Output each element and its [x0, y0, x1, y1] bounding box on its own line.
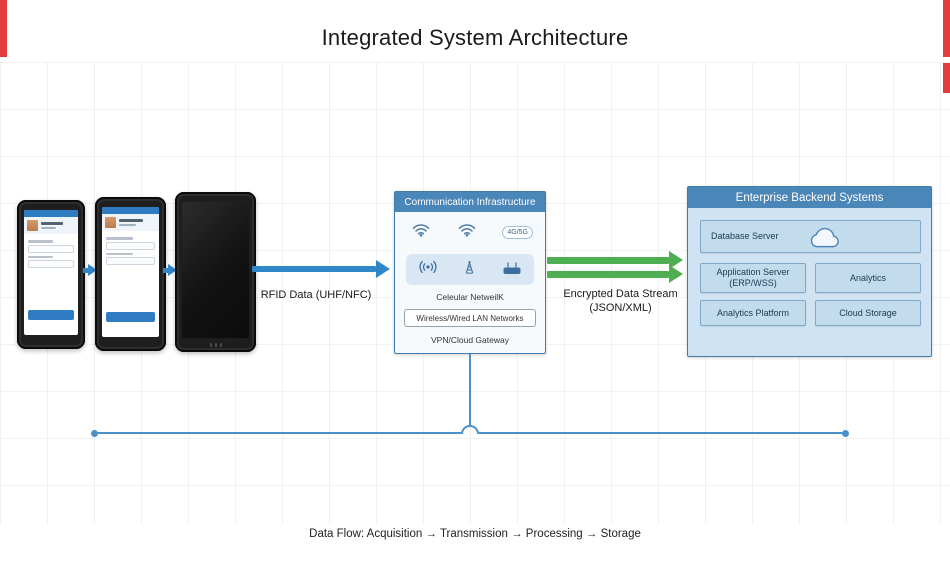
- app-form: [24, 234, 78, 271]
- application-server-label-line1: Application Server: [716, 267, 790, 278]
- field-input-placeholder: [106, 241, 155, 250]
- device-flow-arrow: [163, 264, 177, 276]
- antenna-tower-icon: [462, 260, 477, 280]
- app-user-row: [24, 217, 78, 234]
- rfid-tablet-3: [175, 192, 256, 352]
- application-server-box: Application Server (ERP/WSS): [700, 263, 806, 293]
- encrypted-data-label: Encrypted Data Stream (JSON/XML): [543, 287, 698, 316]
- field-label-placeholder: [106, 252, 133, 255]
- database-server-box: Database Server: [700, 220, 921, 253]
- enterprise-backend-box: Enterprise Backend Systems Database Serv…: [687, 186, 932, 357]
- encrypted-data-label-line1: Encrypted Data Stream: [563, 288, 678, 300]
- connector-endpoint-dot: [842, 430, 849, 437]
- wireless-icons-row: 4G/5G: [411, 222, 533, 242]
- user-name-placeholder: [41, 222, 64, 225]
- device-flow-arrow: [83, 264, 97, 276]
- encrypted-data-label-line2: (JSON/XML): [589, 302, 652, 315]
- wifi-icon: [457, 222, 477, 242]
- app-primary-button: [28, 310, 74, 320]
- 4g5g-badge: 4G/5G: [502, 225, 533, 239]
- app-user-text: [119, 219, 156, 226]
- communication-box-title: Communication Infrastructure: [395, 192, 545, 212]
- encrypted-arrow-head: [669, 251, 683, 269]
- communication-infrastructure-box: Communication Infrastructure 4G/5G Celeu…: [394, 191, 546, 354]
- application-server-label-line2: (ERP/WSS): [729, 278, 777, 288]
- arrow-head: [168, 264, 177, 276]
- rfid-arrow-stem: [252, 266, 376, 272]
- avatar: [27, 220, 38, 231]
- tablet-screen-off: [182, 202, 249, 338]
- field-input-placeholder: [106, 257, 155, 265]
- field-input-placeholder: [28, 244, 74, 253]
- user-subtitle-placeholder: [119, 224, 136, 226]
- cloud-icon: [804, 223, 846, 254]
- user-name-placeholder: [119, 219, 144, 222]
- app-user-text: [41, 222, 75, 229]
- avatar: [105, 217, 116, 228]
- user-subtitle-placeholder: [41, 227, 57, 229]
- app-header-bar: [24, 210, 78, 217]
- app-form: [102, 231, 159, 268]
- red-accent-bar: [943, 0, 950, 57]
- rfid-data-label: RFID Data (UHF/NFC): [260, 289, 372, 301]
- database-server-label: Database Server: [711, 231, 779, 242]
- data-flow-caption: Data Flow: Acquisition → Transmission → …: [309, 528, 641, 540]
- encrypted-arrow-stem: [547, 271, 669, 278]
- rfid-tablet-1: [17, 200, 85, 349]
- enterprise-box-title: Enterprise Backend Systems: [688, 187, 931, 208]
- cellular-icons-panel: [406, 254, 534, 285]
- vpn-gateway-label: VPN/Cloud Gateway: [431, 335, 509, 345]
- arrow-head: [88, 264, 97, 276]
- analytics-box: Analytics: [815, 263, 921, 293]
- cellular-network-label: Celeular NetweilK: [436, 292, 504, 302]
- connector-vertical-line: [469, 354, 471, 427]
- arrow-stem: [83, 267, 88, 273]
- arrow-stem: [163, 267, 168, 273]
- field-label-placeholder: [28, 255, 54, 258]
- diagram-title: Integrated System Architecture: [321, 25, 629, 50]
- connector-hop: [461, 425, 479, 434]
- wifi-icon: [411, 222, 431, 242]
- analytics-platform-box: Analytics Platform: [700, 300, 806, 326]
- connector-endpoint-dot: [91, 430, 98, 437]
- tablet-screen: [24, 210, 78, 335]
- connector-horizontal-line-left: [95, 432, 461, 434]
- encrypted-arrow-stem: [547, 257, 669, 264]
- rfid-arrow-head: [376, 260, 390, 278]
- connector-horizontal-line-right: [479, 432, 845, 434]
- encrypted-arrow-head: [669, 265, 683, 283]
- cloud-storage-box: Cloud Storage: [815, 300, 921, 326]
- red-accent-bar: [0, 0, 7, 57]
- app-user-row: [102, 214, 159, 231]
- red-accent-bar: [943, 63, 950, 93]
- app-primary-button: [106, 312, 155, 322]
- app-header-bar: [102, 207, 159, 214]
- field-input-placeholder: [28, 260, 74, 268]
- broadcast-icon: [418, 260, 438, 279]
- speaker-dots: [209, 343, 222, 347]
- router-icon: [502, 260, 522, 279]
- field-label-placeholder: [106, 237, 133, 240]
- rfid-tablet-2: [95, 197, 166, 351]
- tablet-screen: [102, 207, 159, 337]
- field-label-placeholder: [28, 240, 54, 243]
- lan-networks-box: Wireless/Wired LAN Networks: [404, 309, 536, 327]
